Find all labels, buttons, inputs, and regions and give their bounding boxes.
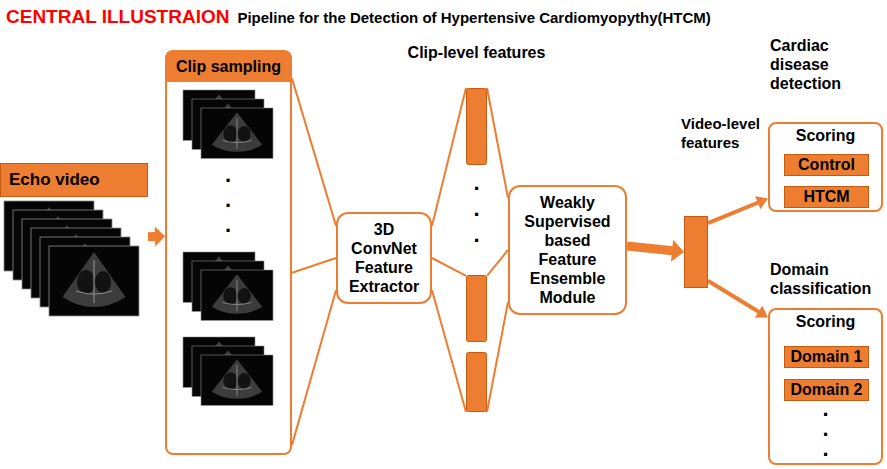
process-box: 3D ConvNet Feature Extractor	[336, 212, 432, 304]
header-label: Echo video	[0, 163, 148, 197]
process-label: Weakly Supervised based Feature Ensemble…	[516, 193, 619, 307]
class-label: Domain 1	[785, 347, 868, 367]
feature-heading: Video-level features	[681, 114, 761, 152]
connector-line	[292, 78, 336, 225]
ellipsis-dot: .	[221, 165, 235, 185]
connector	[487, 88, 508, 412]
class-label: Domain 2	[785, 380, 868, 400]
clip-frame	[201, 270, 273, 320]
ellipsis-dot: .	[221, 190, 235, 210]
ellipsis-dot: .	[819, 399, 833, 419]
feature-bar	[467, 89, 487, 165]
process-label: 3D ConvNet Feature Extractor	[344, 220, 424, 296]
ellipsis-dot: .	[221, 215, 235, 235]
scoring-label: Scoring	[770, 310, 881, 331]
class-box: HTCM	[784, 186, 869, 208]
connector-line	[432, 88, 466, 226]
connector-line	[292, 290, 336, 445]
arrow-head	[755, 196, 768, 209]
connector	[432, 88, 466, 412]
connector-line	[487, 88, 508, 198]
clip-frame	[201, 355, 273, 405]
panel-heading: Domain classification	[770, 260, 885, 298]
class-box: Domain 2	[784, 379, 869, 401]
arrow-head	[671, 240, 684, 262]
figure-subtitle: Pipeline for the Detection of Hypertensi…	[237, 8, 710, 27]
ellipsis-dot: .	[470, 173, 484, 193]
connector	[292, 78, 336, 445]
feature-bar: Video-level features	[684, 216, 708, 288]
connector-line	[432, 290, 466, 412]
class-label: HTCM	[785, 187, 868, 207]
feature-bar	[467, 353, 487, 412]
connector-line	[148, 232, 156, 241]
feature-column: Clip-level features	[466, 88, 487, 412]
arrow-head	[155, 227, 165, 247]
connector	[708, 196, 768, 223]
header-row: CENTRAL ILLUSTRAION Pipeline for the Dete…	[6, 5, 711, 28]
connector-line	[487, 302, 508, 412]
clip-panel: Clip sampling	[165, 50, 292, 455]
ellipsis-dot: .	[819, 439, 833, 459]
connector-line	[487, 250, 508, 276]
class-label: Control	[785, 155, 868, 175]
feature-bar	[467, 276, 487, 342]
echo-frame	[49, 246, 139, 316]
connector-line	[627, 246, 673, 251]
connector	[708, 281, 768, 318]
feature-heading: Clip-level features	[396, 43, 557, 62]
ellipsis-dot: .	[470, 199, 484, 219]
process-box: Weakly Supervised based Feature Ensemble…	[508, 185, 627, 315]
ellipsis-dot: .	[819, 419, 833, 439]
panel-heading: Cardiac disease detection	[770, 36, 854, 93]
connector-line	[708, 202, 758, 223]
connector	[627, 240, 684, 262]
class-box: Control	[784, 154, 869, 176]
header-label: Clip sampling	[167, 52, 290, 82]
connector-line	[432, 258, 466, 276]
scoring-label: Scoring	[770, 124, 881, 145]
feature-bars	[466, 88, 487, 412]
clip-frame	[201, 108, 273, 158]
ellipsis-dot: .	[470, 225, 484, 245]
connector-line	[292, 258, 336, 273]
class-box: Domain 1	[784, 346, 869, 368]
arrow-head	[755, 306, 768, 318]
connector	[148, 227, 165, 247]
output-panel: ControlHTCMCardiac disease detectionScor…	[768, 122, 883, 212]
figure-title: CENTRAL ILLUSTRAION	[6, 5, 229, 28]
input-block: Echo video	[0, 163, 148, 320]
connector-line	[708, 281, 759, 312]
